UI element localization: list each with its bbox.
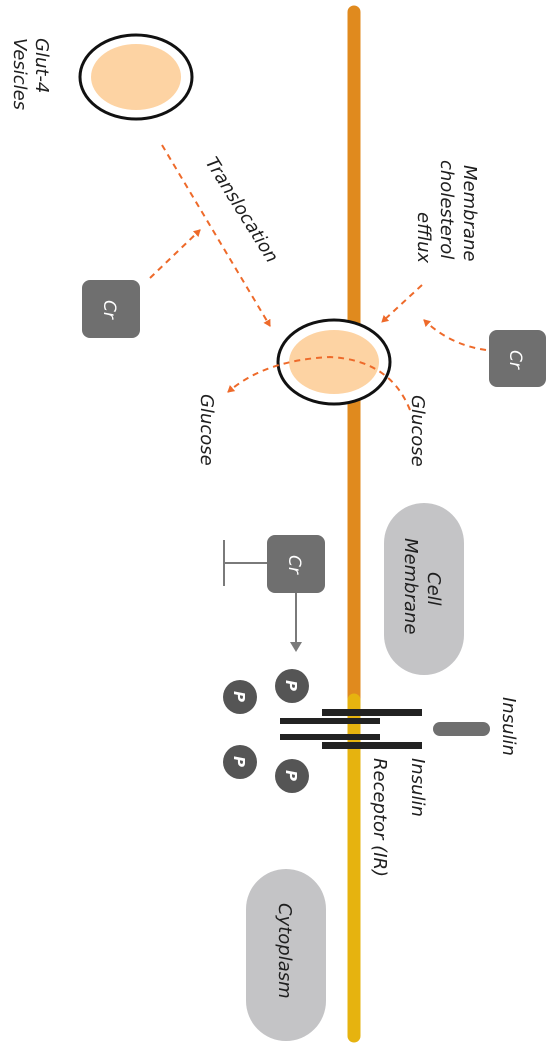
insulin-receptor-label-line1: Insulin: [407, 758, 428, 817]
insulin-receptor: [280, 709, 422, 749]
glucose-inside-label: Glucose: [196, 394, 217, 466]
efflux-arrow: [381, 284, 423, 323]
cr-box-right: [489, 330, 546, 387]
phosphate-3-label: P: [230, 756, 248, 767]
phosphate-4-label: P: [282, 770, 300, 781]
cr-box-center: [267, 535, 325, 593]
cr-left-label: Cr: [99, 300, 119, 320]
glut4-label-line1: Glut-4: [31, 38, 52, 93]
glucose-outside-label: Glucose: [407, 395, 428, 467]
cytoplasm-pill: [246, 869, 326, 1041]
glut4-label-line2: Vesicles: [9, 38, 30, 110]
phosphate-2: [223, 680, 257, 714]
efflux-label-line2: cholesterol: [436, 160, 457, 259]
cr-box-left: [82, 280, 140, 338]
glut4-transporter-core: [289, 330, 379, 394]
insulin-receptor-label-line2: Receptor (IR): [369, 758, 390, 877]
cr-right-arrow: [423, 319, 487, 351]
cytoplasm-label: Cytoplasm: [274, 903, 295, 999]
cr-left-arrow: [149, 229, 201, 279]
efflux-label-line1: Membrane: [459, 165, 480, 261]
translocation-arrow: [161, 144, 271, 327]
cr-center-label: Cr: [284, 555, 304, 575]
cell-membrane-pill: [384, 503, 464, 675]
phosphate-4: [275, 759, 309, 793]
cell-membrane-label-line1: Cell: [423, 572, 444, 606]
phosphate-2-label: P: [230, 691, 248, 702]
phosphate-1: [275, 669, 309, 703]
glut4-vesicle-core: [91, 44, 181, 110]
cr-right-label: Cr: [505, 350, 525, 370]
insulin-molecule: [433, 722, 490, 736]
phosphate-1-label: P: [282, 680, 300, 691]
glucose-transport-arrow: [227, 355, 411, 411]
phosphate-3: [223, 745, 257, 779]
translocation-label: Translocation: [201, 154, 283, 267]
efflux-label-line3: efflux: [413, 212, 434, 263]
cell-membrane-label-line2: Membrane: [400, 538, 421, 634]
insulin-label: Insulin: [498, 697, 519, 756]
